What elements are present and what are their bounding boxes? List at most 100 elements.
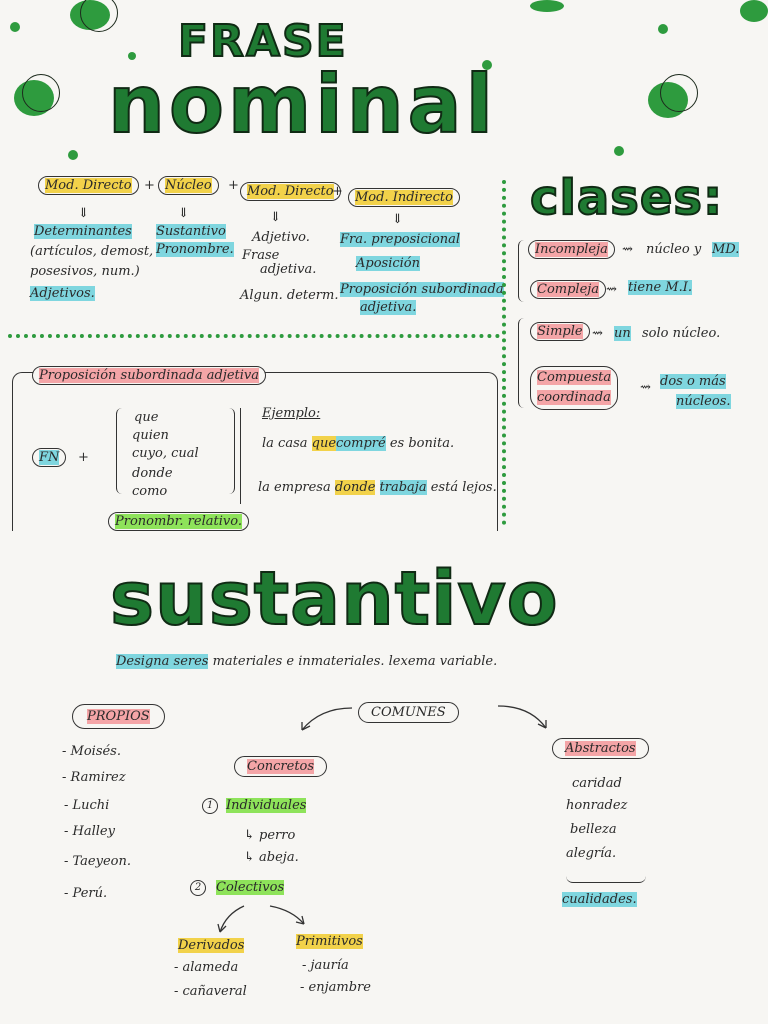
nominal-title: nominal — [107, 57, 498, 152]
col2-line: Sustantivo — [156, 224, 226, 239]
dotted-divider-horizontal — [8, 334, 500, 338]
derivado-item: - cañaveral — [174, 984, 247, 999]
proposicion-title: Proposición subordinada adjetiva — [32, 366, 267, 385]
col1-line: Adjetivos. — [30, 286, 95, 301]
frase-title: FRASE — [177, 15, 348, 68]
col1-line: (artículos, demost, — [30, 244, 154, 259]
relativo-item: donde — [132, 466, 173, 481]
clase-desc-hl: núcleos. — [676, 394, 731, 409]
down-arrow: ⇓ — [178, 206, 189, 221]
col4-line: Fra. preposicional — [340, 232, 461, 247]
col3-line: Frase — [242, 248, 280, 263]
clase-label: Compleja — [530, 280, 607, 299]
formula-plus: + — [332, 184, 343, 199]
ejemplo-relativo: donde — [334, 480, 376, 495]
clase-desc-hl: tiene M.I. — [628, 280, 692, 295]
clase-desc: núcleo y — [646, 242, 702, 257]
relativo-item: como — [132, 484, 168, 499]
arrow-to-abstractos-head — [537, 720, 547, 729]
ejemplo-verbo: trabaja — [379, 480, 427, 495]
propio-item: - Halley — [64, 824, 115, 839]
derivado-item: - alameda — [174, 960, 239, 975]
down-arrow: ⇓ — [270, 210, 281, 225]
clase-label: Incompleja — [528, 240, 615, 259]
formula-mod-directo-2: Mod. Directo — [240, 182, 341, 201]
fn-label: FN — [32, 448, 67, 467]
relativo-item: que — [134, 410, 159, 425]
clase-desc: solo núcleo. — [642, 326, 721, 341]
relativos-brace — [116, 408, 123, 494]
col4-line: adjetiva. — [360, 300, 417, 315]
sustantivo-definition: Designa seres materiales e inmateriales.… — [116, 654, 498, 669]
comunes-arrows — [301, 705, 547, 731]
number-badge: 2 — [190, 880, 206, 896]
down-arrow: ⇓ — [78, 206, 89, 221]
arrow-icon: ⇝ — [622, 242, 633, 257]
individual-item: ↳ abeja. — [244, 850, 299, 865]
ejemplo-brace — [240, 408, 245, 504]
ejemplo-verbo: compré — [336, 436, 386, 451]
primitivo-item: - jauría — [302, 958, 349, 973]
abstractos-summary: cualidades. — [562, 892, 637, 907]
arrow-icon: ⇝ — [606, 282, 617, 297]
ejemplo-relativo: que — [311, 436, 337, 451]
relativos-brace-right — [228, 408, 235, 494]
arrow-to-concretos-head — [301, 722, 311, 731]
col3-line: Adjetivo. — [252, 230, 310, 245]
pronombre-relativo: Pronombr. relativo. — [108, 512, 249, 531]
arrow-to-concretos — [301, 707, 353, 731]
propio-item: - Taeyeon. — [64, 854, 131, 869]
col2-line: Pronombre. — [156, 242, 234, 257]
col1-line: posesivos, num.) — [30, 264, 140, 279]
derivados-label: Derivados — [178, 938, 245, 953]
abstracto-item: honradez — [566, 798, 628, 813]
col3-line: adjetiva. — [260, 262, 317, 277]
clases-title: clases: — [529, 169, 724, 227]
concretos-label: Concretos — [234, 756, 328, 777]
abstractos-label: Abstractos — [552, 738, 649, 759]
colectivos-label: Colectivos — [216, 880, 285, 895]
abstractos-underline — [566, 876, 646, 883]
comunes-label: COMUNES — [358, 702, 459, 723]
col4-line: Aposición — [356, 256, 421, 271]
propio-item: - Luchi — [64, 798, 110, 813]
propios-label: PROPIOS — [72, 704, 165, 729]
abstracto-item: alegría. — [566, 846, 617, 861]
relativo-item: cuyo, cual — [132, 446, 199, 461]
formula-nucleo: Núcleo — [158, 176, 219, 195]
ejemplo-label: Ejemplo: — [262, 406, 321, 421]
col3-line: Algun. determ. — [240, 288, 339, 303]
individual-item: ↳ perro — [244, 828, 296, 843]
formula-mod-indirecto: Mod. Indirecto — [348, 188, 460, 207]
colectivos-arrows — [217, 905, 305, 933]
individuales-label: Individuales — [226, 798, 307, 813]
abstracto-item: caridad — [572, 776, 622, 791]
ejemplo-1: la casa quecompré es bonita. — [262, 436, 455, 451]
relativo-item: quien — [132, 428, 169, 443]
primitivos-label: Primitivos — [296, 934, 363, 949]
clase-desc-hl: un — [614, 326, 631, 341]
arrow-to-abstractos — [497, 705, 547, 729]
fn-plus: + — [78, 450, 89, 465]
clases-brace — [518, 240, 525, 302]
down-arrow: ⇓ — [392, 212, 403, 227]
number-badge: 1 — [202, 798, 218, 814]
clase-desc-hl: MD. — [712, 242, 740, 257]
propio-item: - Perú. — [64, 886, 108, 901]
arrow-icon: ⇝ — [592, 326, 603, 341]
primitivo-item: - enjambre — [300, 980, 371, 995]
propio-item: - Ramirez — [62, 770, 126, 785]
arrow-icon: ⇝ — [640, 380, 651, 395]
clases-brace — [518, 318, 525, 408]
sustantivo-title: sustantivo — [109, 555, 559, 643]
clase-desc-hl: dos o más — [660, 374, 726, 389]
ejemplo-2: la empresa donde trabaja está lejos. — [258, 480, 497, 495]
col1-line: Determinantes — [34, 224, 132, 239]
col4-line: Proposición subordinada — [340, 282, 504, 297]
formula-mod-directo: Mod. Directo — [38, 176, 139, 195]
propio-item: - Moisés. — [62, 744, 121, 759]
abstracto-item: belleza — [570, 822, 617, 837]
dotted-divider-vertical — [502, 180, 506, 525]
clase-label: Simple — [530, 322, 590, 341]
